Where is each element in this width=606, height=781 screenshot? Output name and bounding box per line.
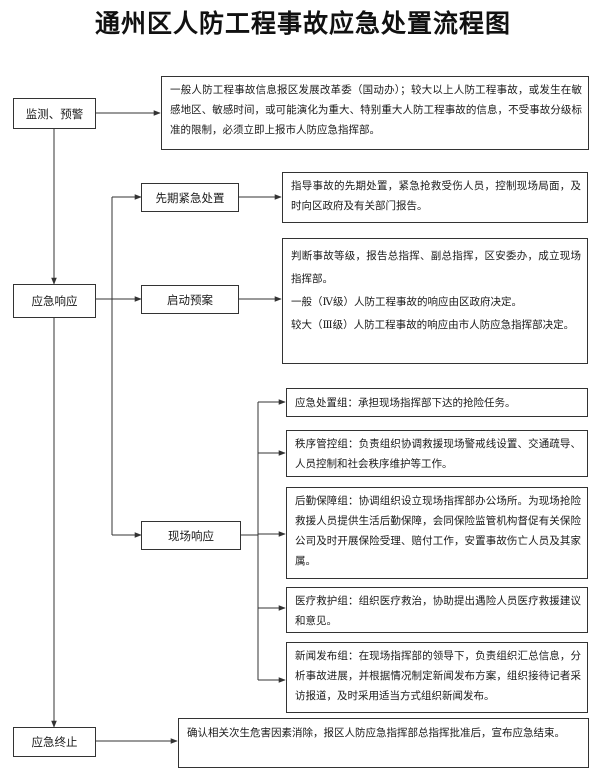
detail-plan-text-3: 较大（Ⅲ级）人防工程事故的响应由市人防应急指挥部决定。 [291,319,575,331]
group-medical-text: 医疗救护组：组织医疗救治，协助提出遇险人员医疗救援建议和意见。 [295,595,581,627]
detail-initial-text: 指导事故的先期处置，紧急抢救受伤人员，控制现场局面，及时向区政府及有关部门报告。 [291,180,581,212]
branch-onsite: 现场响应 [141,521,241,550]
stage-end: 应急终止 [13,727,96,757]
detail-end: 确认相关次生危害因素消除，报区人防应急指挥部总指挥批准后，宣布应急结束。 [178,718,589,768]
detail-initial: 指导事故的先期处置，紧急抢救受伤人员，控制现场局面，及时向区政府及有关部门报告。 [282,172,588,223]
page-title: 通州区人防工程事故应急处置流程图 [94,9,511,38]
group-order: 秩序管控组：负责组织协调救援现场警戒线设置、交通疏导、人员控制和社会秩序维护等工… [286,430,588,477]
detail-monitor-text: 一般人防工程事故信息报区发展改革委（国动办）；较大以上人防工程事故，或发生在敏感… [170,84,582,136]
detail-plan-text-1: 判断事故等级，报告总指挥、副总指挥，区安委办，成立现场指挥部。 [291,250,581,285]
branch-initial-label: 先期紧急处置 [155,190,225,205]
detail-plan-text-2: 一般（Ⅳ级）人防工程事故的响应由区政府决定。 [291,296,522,308]
group-emergency: 应急处置组：承担现场指挥部下达的抢险任务。 [286,388,588,417]
detail-plan: 判断事故等级，报告总指挥、副总指挥，区安委办，成立现场指挥部。 一般（Ⅳ级）人防… [282,238,588,364]
group-news: 新闻发布组：在现场指挥部的领导下，负责组织汇总信息，分析事故进展，并根据情况制定… [286,642,588,713]
detail-end-text: 确认相关次生危害因素消除，报区人防应急指挥部总指挥批准后，宣布应急结束。 [187,727,565,739]
stage-response: 应急响应 [13,284,96,318]
branch-plan: 启动预案 [141,285,239,314]
group-medical: 医疗救护组：组织医疗救治，协助提出遇险人员医疗救援建议和意见。 [286,587,588,633]
stage-monitor: 监测、预警 [13,98,96,129]
group-emergency-text: 应急处置组：承担现场指挥部下达的抢险任务。 [295,397,516,409]
group-logistics-text: 后勤保障组：协调组织设立现场指挥部办公场所。为现场抢险救援人员提供生活后勤保障，… [295,495,581,567]
group-logistics: 后勤保障组：协调组织设立现场指挥部办公场所。为现场抢险救援人员提供生活后勤保障，… [286,487,588,579]
detail-monitor: 一般人防工程事故信息报区发展改革委（国动办）；较大以上人防工程事故，或发生在敏感… [161,76,589,150]
stage-end-label: 应急终止 [31,735,78,749]
branch-onsite-label: 现场响应 [168,528,214,543]
group-order-text: 秩序管控组：负责组织协调救援现场警戒线设置、交通疏导、人员控制和社会秩序维护等工… [295,438,581,470]
stage-response-label: 应急响应 [31,294,78,308]
branch-plan-label: 启动预案 [167,292,213,307]
stage-monitor-label: 监测、预警 [25,106,84,121]
group-news-text: 新闻发布组：在现场指挥部的领导下，负责组织汇总信息，分析事故进展，并根据情况制定… [295,650,581,702]
branch-initial: 先期紧急处置 [141,183,239,212]
